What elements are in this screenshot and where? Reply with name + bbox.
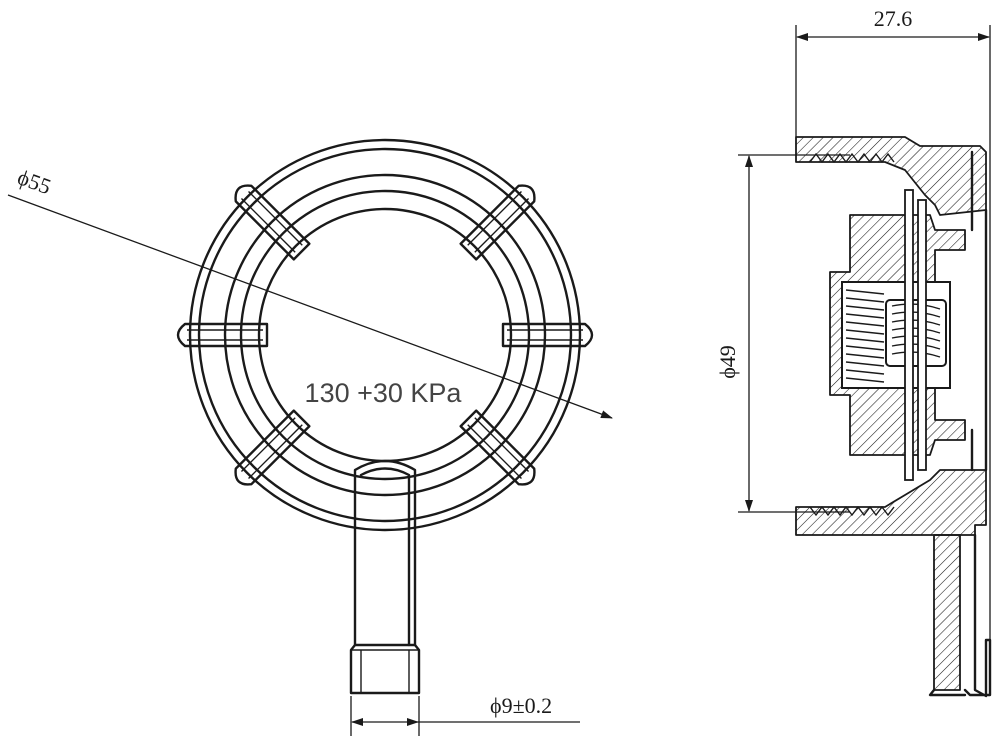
cap-outer-rim xyxy=(188,138,582,532)
spring-coil xyxy=(845,305,885,311)
seal-plate-left xyxy=(904,189,914,481)
grip-rib xyxy=(176,322,269,348)
outlet-tube-tip xyxy=(963,533,992,698)
grip-rib xyxy=(501,322,594,348)
cap-outer-rim-inner-edge xyxy=(197,147,573,523)
cap-inner-ring-inner xyxy=(239,189,531,481)
inner-spring-coil xyxy=(891,327,941,334)
inner-spring-coil xyxy=(891,319,941,326)
spring-coil xyxy=(845,337,885,343)
grip-rib xyxy=(459,409,536,486)
hose-diameter-label: ϕ9±0.2 xyxy=(490,693,552,718)
hose-outlet xyxy=(349,459,421,695)
width-27-6-label: 27.6 xyxy=(874,6,913,31)
right-wall xyxy=(970,150,988,472)
spring-coil xyxy=(845,345,885,351)
grip-rib xyxy=(234,409,311,486)
inner-spring-coil xyxy=(891,351,941,358)
inner-spring xyxy=(891,303,941,358)
thread-teeth-bottom xyxy=(809,505,895,517)
grip-rib xyxy=(234,184,311,261)
inner-spring-coil xyxy=(891,303,941,310)
side-section-view: 27.6 ϕ49 xyxy=(715,6,992,698)
spring-coil xyxy=(845,313,885,319)
diameter-55-label: ϕ55 xyxy=(14,164,54,199)
grip-ribs xyxy=(176,184,594,486)
cap-inner-ring-outer xyxy=(223,173,547,497)
front-view: 130 +30 KPa ϕ55 ϕ9±0.2 xyxy=(7,138,613,736)
spring-coil xyxy=(845,353,885,359)
thread-teeth-top xyxy=(809,152,895,164)
spring-coil xyxy=(845,297,885,303)
cap-shell-section-bottom xyxy=(795,469,987,536)
outlet-tube xyxy=(933,534,961,691)
inner-spring-coil xyxy=(891,343,941,350)
diameter-49-label: ϕ49 xyxy=(715,345,740,379)
inner-spring-coil xyxy=(891,335,941,342)
spring-coil xyxy=(845,361,885,367)
plunger xyxy=(885,299,947,367)
inner-spring-coil xyxy=(891,311,941,318)
spring xyxy=(845,289,885,383)
spring-coil xyxy=(845,369,885,375)
grip-rib xyxy=(459,184,536,261)
seal-plate-right xyxy=(917,199,927,471)
pressure-rating-label: 130 +30 KPa xyxy=(305,378,463,408)
spring-coil xyxy=(845,329,885,335)
diameter-55-leader xyxy=(7,194,613,419)
cap-center-disc xyxy=(257,207,513,463)
cap-shell-section xyxy=(795,136,987,216)
spring-coil xyxy=(845,289,885,295)
spring-coil xyxy=(845,377,885,383)
spring-coil xyxy=(845,321,885,327)
